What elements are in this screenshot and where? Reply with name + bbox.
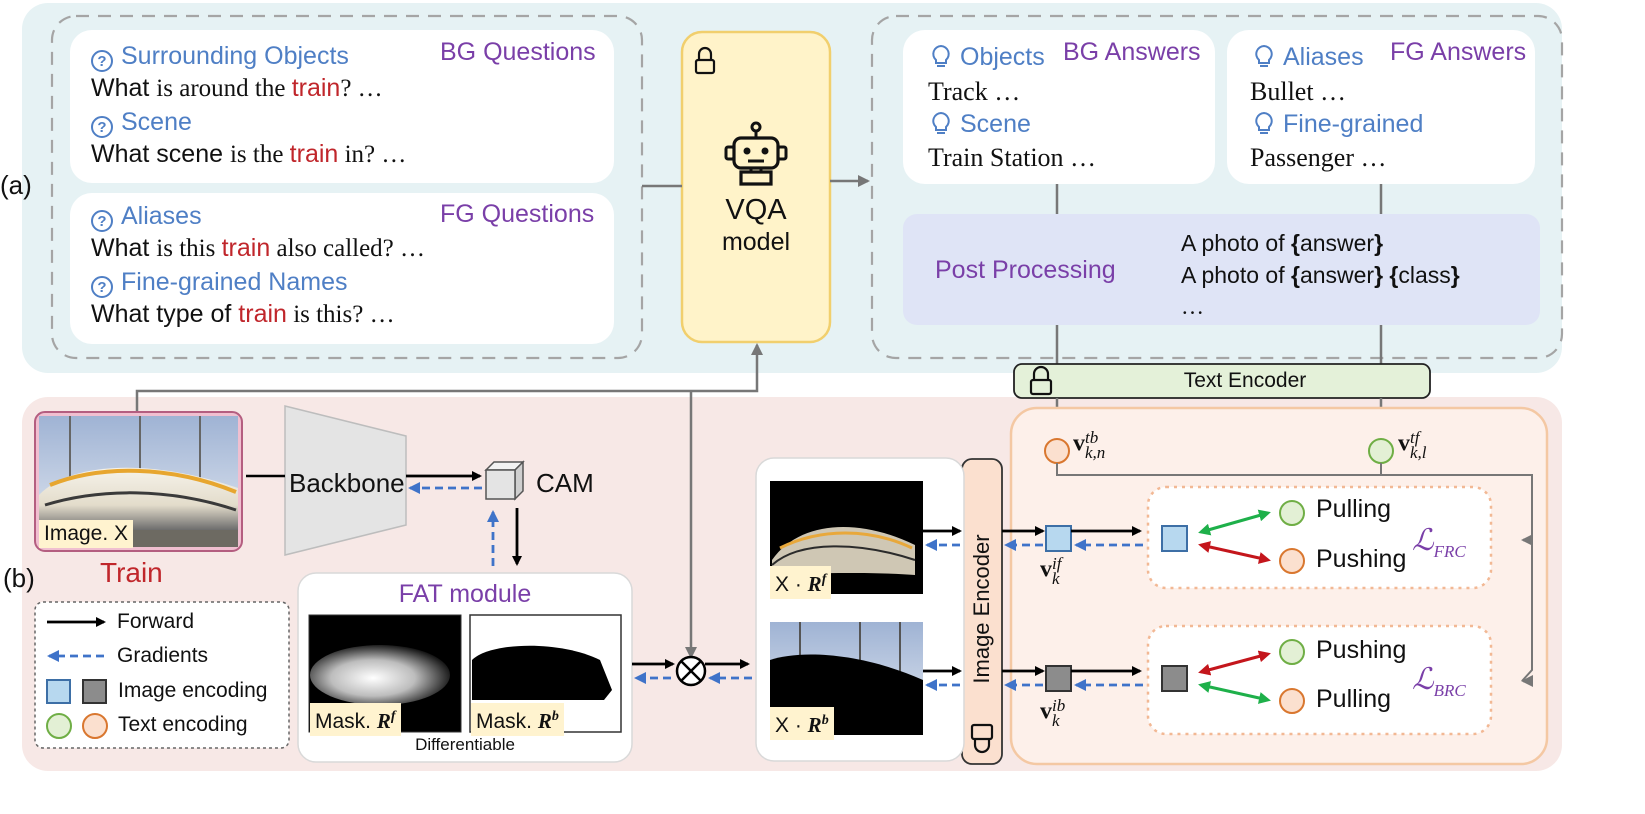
- brc-push-label: Pushing: [1316, 636, 1407, 664]
- class-name-label: Train: [100, 557, 163, 588]
- fg-question-text-1: What is this train also called? …: [91, 234, 426, 262]
- image-encoder-label: Image Encoder: [969, 534, 994, 684]
- soft-mask-label: Mask. Rf: [310, 703, 401, 736]
- brc-image-square: [1161, 665, 1188, 692]
- fg-answers-card: [1227, 30, 1535, 184]
- question-icon: ?: [91, 276, 113, 298]
- fg-answer-value-2: Passenger …: [1250, 143, 1387, 172]
- frc-fg-circle: [1279, 500, 1305, 526]
- image-to-vqa-arrow: [135, 343, 763, 412]
- fg-question-text-2: What type of train is this? …: [91, 300, 395, 328]
- bg-answer-name-2: Scene: [930, 110, 1031, 139]
- bg-answers-card: [903, 30, 1215, 184]
- legend-forward-label: Forward: [117, 610, 195, 633]
- legend-fg-text-circle: [46, 713, 72, 739]
- template-line-1: A photo of {answer}: [1181, 230, 1384, 256]
- fg-answers-title: FG Answers: [1390, 38, 1527, 66]
- question-icon: ?: [91, 210, 113, 232]
- question-icon: ?: [91, 50, 113, 72]
- lightbulb-icon: [1255, 111, 1273, 134]
- frc-pull-label: Pulling: [1316, 495, 1392, 523]
- bg-question-name-2: ?Scene: [91, 108, 192, 138]
- legend-image-encoding-label: Image encoding: [118, 679, 268, 702]
- legend-fg-image-square: [46, 679, 71, 704]
- template-line-2: A photo of {answer} {class}: [1181, 262, 1460, 288]
- differentiable-label: Differentiable: [415, 735, 515, 754]
- bg-answer-value-1: Track …: [928, 77, 1021, 106]
- question-icon: ?: [91, 116, 113, 138]
- frc-push-label: Pushing: [1316, 545, 1407, 573]
- text-encoder-lock-icon: [1029, 365, 1053, 396]
- bg-answer-value-2: Train Station …: [928, 143, 1097, 172]
- fg-question-name-1: ?Aliases: [91, 202, 202, 232]
- bg-answer-name-1: Objects: [930, 43, 1045, 72]
- cam-cube-icon: [484, 460, 525, 501]
- binary-mask-label: Mask. Rb: [471, 703, 564, 736]
- lightbulb-icon: [1255, 44, 1273, 67]
- brc-fg-circle: [1279, 639, 1305, 665]
- text-encoder-box: [1013, 363, 1431, 399]
- brc-pull-label: Pulling: [1316, 685, 1392, 713]
- fg-answer-value-1: Bullet …: [1250, 77, 1347, 106]
- fg-answer-name-1: Aliases: [1253, 43, 1364, 72]
- post-processing-title: Post Processing: [935, 256, 1116, 284]
- text-encoder-label: Text Encoder: [1183, 369, 1307, 392]
- frc-loss-label: ℒFRC: [1412, 524, 1466, 561]
- frc-bg-circle: [1279, 548, 1305, 574]
- vqa-subtitle: model: [721, 228, 791, 256]
- fg-question-name-2: ?Fine-grained Names: [91, 268, 348, 298]
- fg-answer-name-2: Fine-grained: [1253, 110, 1423, 139]
- bg-question-text-2: What scene is the train in? …: [91, 140, 407, 168]
- bg-text-encoding-circle: [1044, 438, 1070, 464]
- template-ellipsis: …: [1181, 294, 1204, 319]
- frc-push-arrow: [1198, 541, 1271, 564]
- backbone-label: Backbone: [289, 468, 405, 498]
- brc-push-arrow: [1198, 650, 1271, 676]
- legend-text-encoding-label: Text encoding: [118, 713, 248, 736]
- lightbulb-icon: [932, 44, 950, 67]
- answers-dashed-group: [870, 14, 1564, 360]
- legend-bg-image-square: [82, 679, 107, 704]
- input-image-label: Image. X: [39, 520, 134, 548]
- legend-bg-text-circle: [82, 713, 108, 739]
- v-ib-square: [1045, 665, 1072, 692]
- bg-question-name-1: ?Surrounding Objects: [91, 42, 349, 72]
- bg-answers-title: BG Answers: [1063, 38, 1201, 66]
- panel-b-label: (b): [3, 563, 35, 593]
- brc-pull-arrow: [1198, 681, 1271, 704]
- brc-bg-circle: [1279, 688, 1305, 714]
- fg-questions-title: FG Questions: [440, 200, 595, 228]
- backbone-block: [284, 405, 407, 556]
- masked-bg-label: X · Rb: [770, 707, 834, 740]
- vqa-box: [680, 30, 832, 344]
- fg-questions-card: [70, 193, 614, 344]
- frc-image-square: [1161, 525, 1188, 552]
- text-feature-route: [1056, 463, 1533, 682]
- robot-icon: [724, 121, 788, 186]
- fat-module-title: FAT module: [398, 580, 532, 608]
- frc-pull-arrow: [1198, 509, 1271, 536]
- legend-gradients-label: Gradients: [117, 644, 209, 667]
- masked-foreground-image: [770, 481, 923, 594]
- lightbulb-icon: [932, 111, 950, 134]
- vqa-title: VQA: [725, 194, 787, 226]
- bg-questions-card: [70, 30, 614, 183]
- brc-loss-label: ℒBRC: [1412, 663, 1466, 700]
- panel-a-label: (a): [0, 170, 32, 200]
- cam-label: CAM: [536, 468, 594, 498]
- masked-fg-label: X · Rf: [770, 566, 832, 599]
- fg-text-encoding-circle: [1368, 438, 1394, 464]
- legend-box: [34, 601, 290, 749]
- bg-questions-title: BG Questions: [440, 38, 596, 66]
- image-encoder-lock-icon: [970, 723, 994, 754]
- v-if-square: [1045, 525, 1072, 552]
- vqa-lock-icon: [694, 46, 716, 75]
- bg-question-text-1: What is around the train? …: [91, 74, 383, 102]
- post-processing-box: [903, 214, 1540, 325]
- multiply-node-icon: [675, 655, 707, 687]
